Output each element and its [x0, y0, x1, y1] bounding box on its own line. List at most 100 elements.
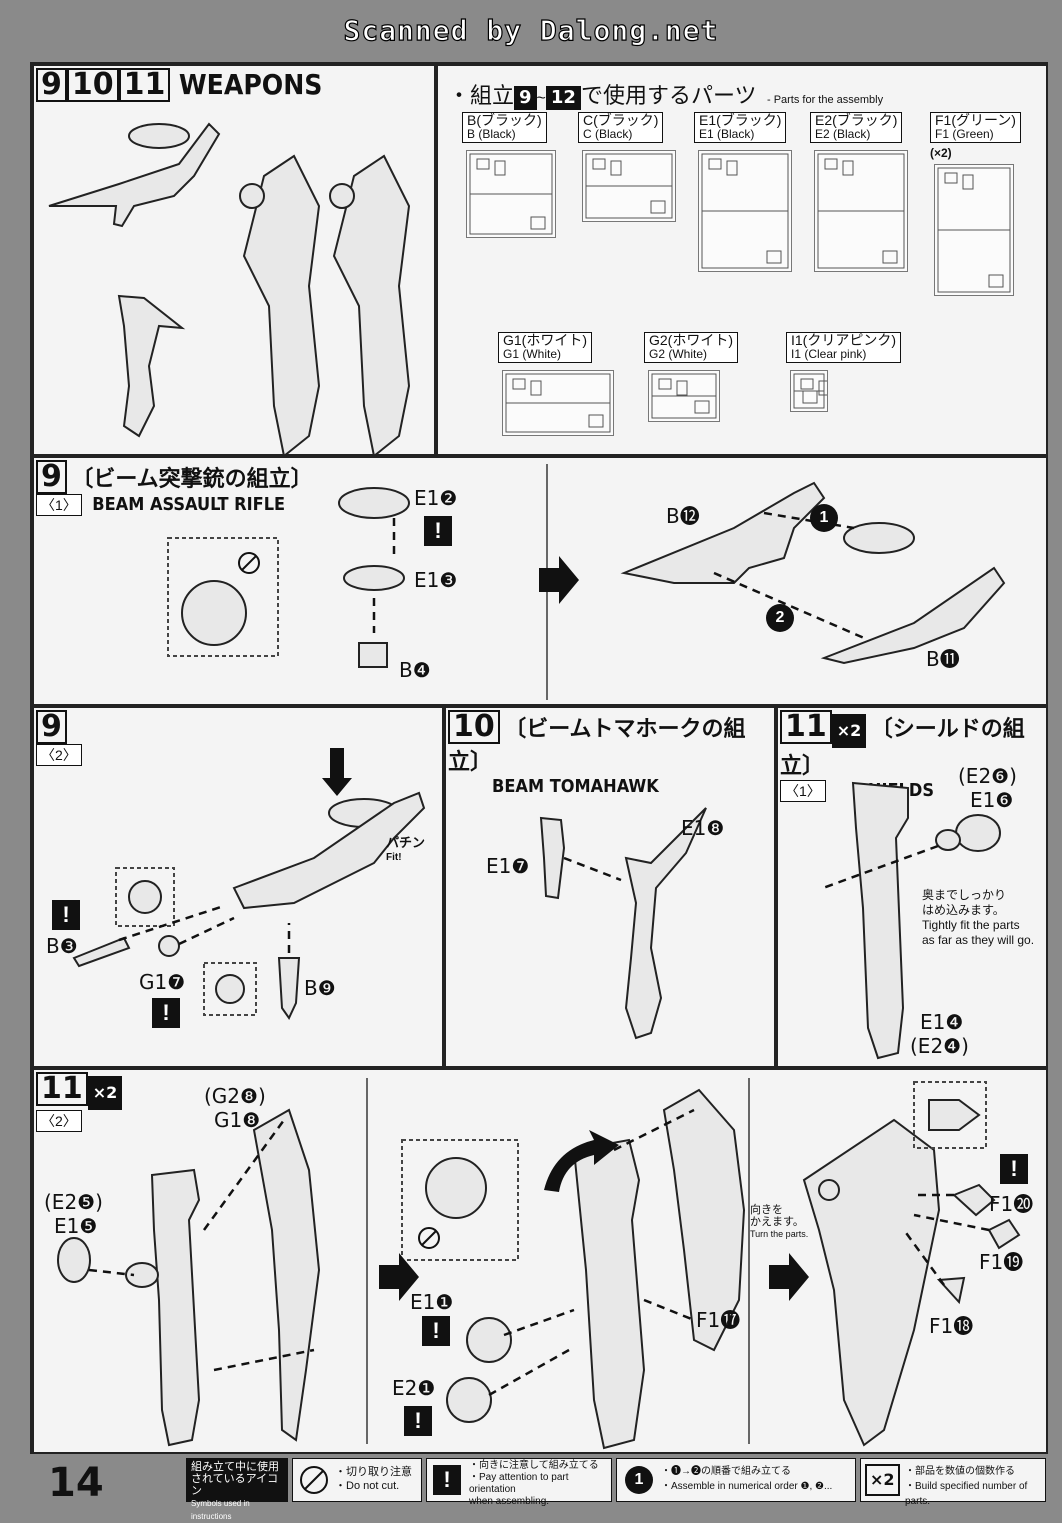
- runner-label-jp: G1(ホワイト): [503, 332, 587, 348]
- range-tilde: ~: [536, 90, 546, 107]
- step11-2-panel: 11×2 〈2〉: [32, 1068, 1048, 1454]
- label-f1-17: F1⓱: [696, 1308, 741, 1332]
- runner-label: E2(ブラック)E2 (Black): [810, 112, 903, 143]
- orientation-warning-icon: !: [422, 1316, 450, 1346]
- shield-inner-frame-drawing: [851, 781, 909, 1060]
- step10-title-jp: 〔ビームトマホークの組立〕: [448, 717, 746, 775]
- joint-part-drawing: [358, 642, 388, 668]
- ball-joint-drawing: [955, 814, 1001, 852]
- shield-frame-drawing: [150, 1168, 201, 1447]
- legend-do-not-cut: ・切り取り注意・Do not cut.: [292, 1458, 422, 1502]
- axe-head-drawing: [539, 816, 566, 900]
- shield-left-drawing: [242, 154, 321, 456]
- legend-cut-en: ・Do not cut.: [335, 1480, 400, 1492]
- step10-heading: 10 〔ビームトマホークの組立〕 BEAM TOMAHAWK: [448, 710, 774, 797]
- runner-sprue-thumbnail: [814, 150, 908, 272]
- page-number: 14: [48, 1460, 104, 1506]
- next-step-arrow: [379, 1253, 419, 1301]
- shield-outer-drawing: [662, 1088, 746, 1352]
- step11-1-heading: 11×2 〔シールドの組立〕 〈1〉 SHIELDS: [780, 710, 1046, 802]
- runner-sprue-thumbnail: [466, 150, 556, 238]
- legend-orientation: ! ・向きに注意して組み立てる・Pay attention to part or…: [426, 1458, 612, 1507]
- runner-label-en: B (Black): [467, 127, 516, 141]
- label-e1-8: E1❽: [681, 816, 725, 840]
- label-e1-4: E1❹: [920, 1010, 964, 1034]
- label-b11: B⓫: [926, 647, 960, 671]
- parts-title-jp-prefix: ・組立: [448, 84, 515, 109]
- step9-2-diagram: [72, 748, 426, 1020]
- runner-label-jp: E1(ブラック): [699, 112, 782, 128]
- orientation-warning-icon: !: [404, 1406, 432, 1436]
- runner-label: G1(ホワイト)G1 (White): [498, 332, 592, 363]
- step9-1-sub: 〈1〉: [36, 494, 82, 516]
- scan-credit: Scanned by Dalong.net: [343, 13, 719, 47]
- tomahawk-drawing: [117, 294, 186, 438]
- label-e1-6: E1❻: [970, 788, 1014, 812]
- divider: [366, 1078, 368, 1444]
- step11-1-panel: 11×2 〔シールドの組立〕 〈1〉 SHIELDS (E2❻) E1❻ 奥まで…: [776, 706, 1048, 1068]
- label-b4: B❹: [399, 658, 431, 682]
- label-f1-18: F1⓲: [929, 1314, 974, 1338]
- fit-note-jp1: 奥までしっかり: [922, 888, 1007, 902]
- runner-label-en: E1 (Black): [699, 127, 755, 141]
- ball-joint-drawing: [57, 1237, 91, 1283]
- runner-sprue-thumbnail: [582, 150, 676, 222]
- fit-note: 奥までしっかり はめ込みます。 Tightly fit the parts as…: [922, 888, 1034, 948]
- legend-numerical-order: 1 ・❶→❷の順番で組み立てる・Assemble in numerical or…: [616, 1458, 856, 1502]
- turn-note-en: Turn the parts.: [750, 1229, 809, 1239]
- step9-2-heading: 9 〈2〉: [36, 710, 82, 766]
- legend-cut-jp: ・切り取り注意: [335, 1466, 412, 1478]
- runner-label: B(ブラック)B (Black): [462, 112, 547, 143]
- weapons-illustration: [48, 122, 411, 456]
- sensor-cap-drawing: [338, 487, 410, 519]
- multiplier-icon: ×2: [87, 1076, 123, 1110]
- label-e2-5: (E2❺): [44, 1190, 103, 1214]
- step-number: 9: [36, 68, 67, 102]
- parts-title-jp-suffix: で使用するパーツ: [580, 84, 757, 109]
- step11-1-diagram: [822, 781, 1001, 1060]
- cap-e2-1-drawing: [446, 1377, 492, 1423]
- icon-legend-title: 組み立て中に使用 されているアイコン Symbols used in instr…: [186, 1458, 288, 1521]
- parts-title-en: - Parts for the assembly: [766, 94, 884, 106]
- label-e1-3: E1❸: [414, 568, 458, 592]
- label-f1-19: F1⓳: [979, 1250, 1024, 1274]
- step9-1-heading: 9 〔ビーム突撃銃の組立〕 〈1〉 BEAM ASSAULT RIFLE: [36, 460, 313, 516]
- step9-1-title-jp: 〔ビーム突撃銃の組立〕: [71, 467, 313, 492]
- muzzle-drawing: [72, 936, 131, 968]
- runner-label-jp: B(ブラック): [467, 112, 542, 128]
- sensor-cap-side: [843, 522, 915, 554]
- step11-1-sub: 〈1〉: [780, 780, 826, 802]
- step-number: 11: [36, 1072, 88, 1106]
- runner-quantity: (×2): [930, 146, 952, 160]
- shield-right-drawing: [332, 154, 411, 456]
- shield-assembled-drawing: [572, 1138, 646, 1450]
- runner-label-en: G1 (White): [503, 347, 562, 361]
- runner-sprue-thumbnail: [648, 370, 720, 422]
- step11-2-sub: 〈2〉: [36, 1110, 82, 1132]
- tomahawk-handle-drawing: [624, 807, 707, 1040]
- turn-note-jp2: かえます。: [750, 1216, 804, 1228]
- legend-orient-en1: ・Pay attention to part orientation: [469, 1472, 569, 1495]
- runner-label: F1(グリーン)F1 (Green): [930, 112, 1021, 143]
- cap-e1-1-drawing: [466, 1317, 512, 1363]
- sensor-back-detail: [181, 580, 247, 646]
- legend-orient-jp: ・向きに注意して組み立てる: [469, 1460, 599, 1471]
- multiplier-icon: ×2: [865, 1464, 900, 1496]
- runner-label: I1(クリアピンク)I1 (Clear pink): [786, 332, 901, 363]
- runner-sprue-thumbnail: [790, 370, 830, 412]
- fit-note-jp2: はめ込みます。: [922, 903, 1005, 917]
- sensor-base-drawing: [343, 565, 405, 591]
- label-e2-1: E2❶: [392, 1376, 436, 1400]
- step11-2-diagram: [57, 1081, 1021, 1450]
- step10-diagram: [539, 807, 707, 1040]
- legend-title-jp1: 組み立て中に使用: [191, 1461, 279, 1473]
- step11-1-title-jp: 〔シールドの組立〕: [780, 717, 1025, 779]
- divider: [748, 1078, 750, 1444]
- label-f1-20: F1⓴: [989, 1192, 1034, 1216]
